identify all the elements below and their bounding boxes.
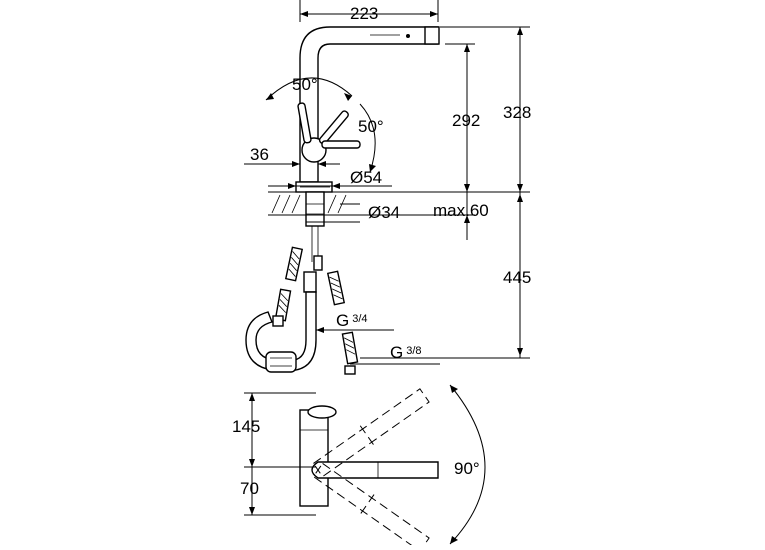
- top-view-70-label: 70: [240, 479, 259, 498]
- hole-diameter-label: Ø34: [368, 203, 400, 222]
- offset-36-label: 36: [250, 145, 269, 164]
- spout-reach-label: 223: [350, 4, 378, 23]
- swivel-angle-left-label: 50°: [292, 75, 318, 94]
- flex-hoses: [272, 246, 359, 375]
- top-view-dimensions: [244, 384, 486, 545]
- spout-height-label: 292: [452, 111, 480, 130]
- connection-g34-main: G: [336, 311, 349, 330]
- total-height-label: 328: [503, 103, 531, 122]
- pullout-hose-loop: [245, 291, 317, 373]
- connection-g38-fraction: 3/8: [406, 345, 421, 357]
- countertop-section: [268, 191, 350, 216]
- swivel-angle-right-label: 50°: [358, 117, 384, 136]
- side-view-dimensions: [244, 0, 530, 365]
- faucet-top-view: [299, 388, 439, 550]
- swivel-range-label: 90°: [454, 459, 480, 478]
- max-deck-thickness-label: max.60: [433, 201, 489, 220]
- connection-g38-main: G: [390, 343, 403, 362]
- top-view-145-label: 145: [232, 417, 260, 436]
- base-diameter-label: Ø54: [350, 168, 382, 187]
- connection-g34-fraction: 3/4: [352, 313, 367, 325]
- faucet-side-view: [295, 26, 440, 262]
- hose-length-label: 445: [503, 268, 531, 287]
